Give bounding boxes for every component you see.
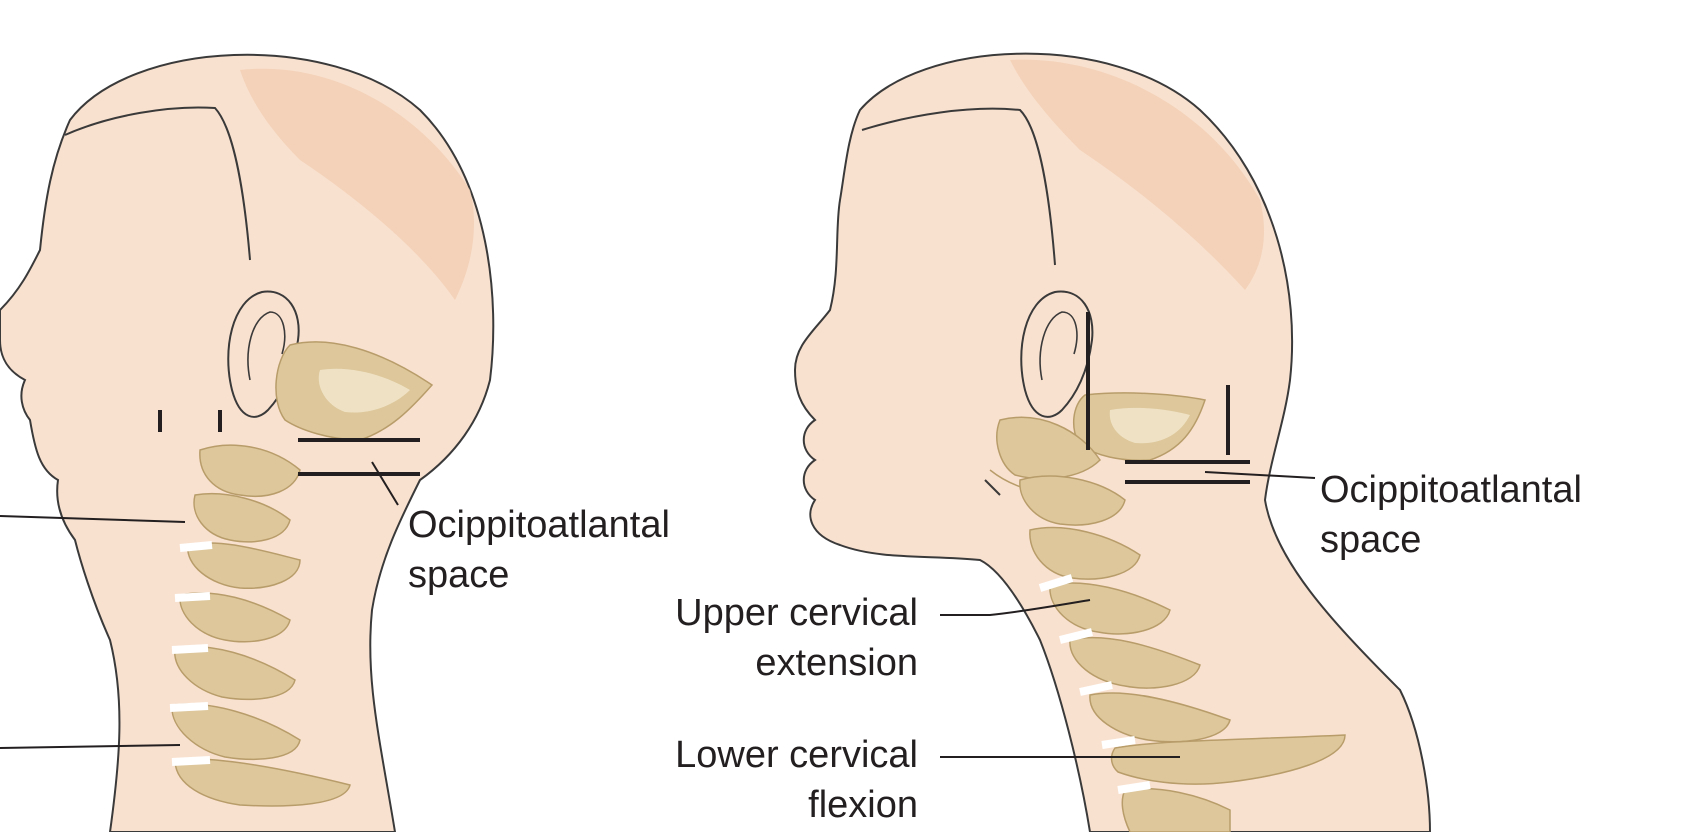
left-head-silhouette: [0, 53, 495, 832]
right-occipitoatlantal-line1: Ocippitoatlantal: [1320, 469, 1582, 511]
right-occipitoatlantal-line2: space: [1320, 519, 1422, 561]
left-upper-leader: [0, 515, 186, 523]
left-head-figure: [0, 53, 495, 832]
left-scalp-shadow: [240, 68, 475, 300]
left-occipitoatlantal-label: Ocippitoatlantal space: [408, 500, 670, 600]
lower-cervical-line1: Lower cervical: [675, 734, 918, 776]
right-occipitoatlantal-label: Ocippitoatlantal space: [1320, 465, 1582, 565]
left-occipitoatlantal-line2: space: [408, 554, 510, 596]
upper-cervical-extension-label: Upper cervical extension: [675, 588, 918, 688]
upper-cervical-leader: [940, 599, 1091, 616]
left-lower-leader: [0, 744, 181, 749]
right-occipitoatlantal-leader: [1204, 471, 1316, 479]
upper-cervical-line2: extension: [755, 642, 918, 684]
left-occipitoatlantal-line1: Ocippitoatlantal: [408, 504, 670, 546]
lower-cervical-line2: flexion: [808, 784, 918, 826]
right-cervical-spine: [1019, 475, 1346, 832]
left-hairline: [64, 106, 251, 261]
right-head-figure: [793, 52, 1432, 832]
lower-cervical-flexion-label: Lower cervical flexion: [675, 730, 918, 830]
right-scalp-shadow: [1010, 59, 1265, 290]
right-hairline: [861, 107, 1056, 266]
left-occipitoatlantal-leader: [371, 461, 399, 506]
left-cervical-spine: [169, 444, 351, 807]
upper-cervical-line1: Upper cervical: [675, 592, 918, 634]
